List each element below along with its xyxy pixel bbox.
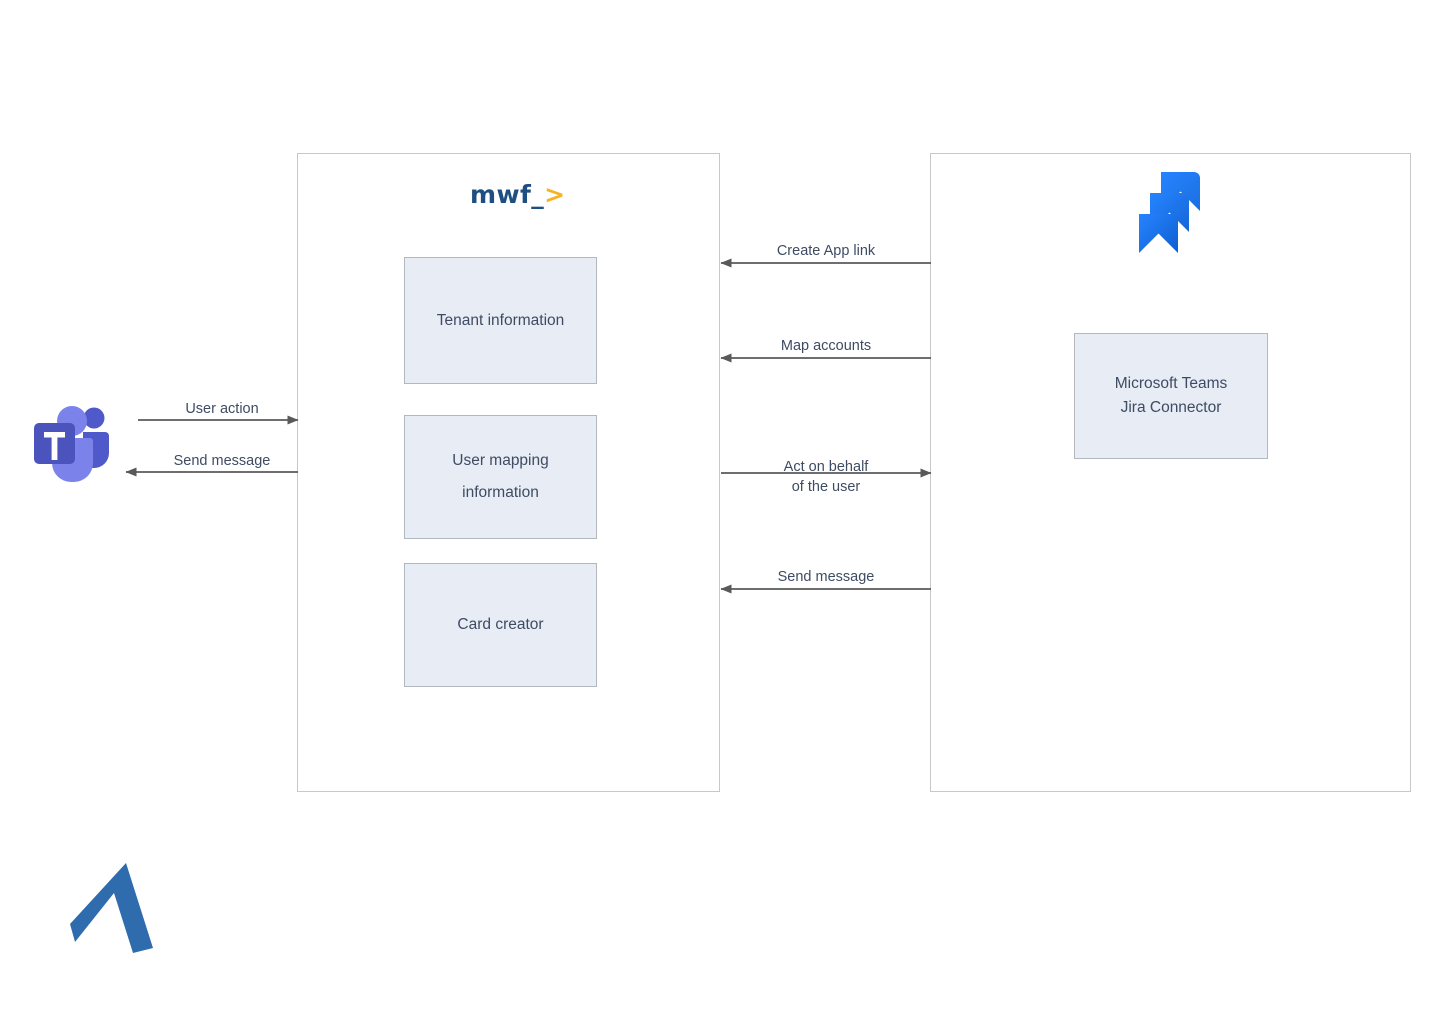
box-user-mapping-information: User mapping information [404, 415, 597, 539]
panel-jira [930, 153, 1411, 792]
box-microsoft-teams-jira-connector: Microsoft Teams Jira Connector [1074, 333, 1268, 459]
flow-label-act-on-behalf: Act on behalf of the user [783, 459, 869, 495]
mwf-logo: mwf_> [470, 180, 565, 209]
box-user-mapping-line2: information [462, 484, 539, 501]
box-card-creator: Card creator [404, 563, 597, 687]
mwf-logo-text: mwf_ [470, 180, 545, 209]
flow-label-map-accounts: Map accounts [780, 338, 872, 354]
flow-label-user-action: User action [185, 401, 259, 417]
box-card-creator-label: Card creator [457, 616, 544, 634]
box-tenant-information-label: Tenant information [436, 311, 565, 329]
box-connector-line2: Jira Connector [1120, 399, 1222, 416]
flow-label-send-message-jira: Send message [777, 569, 875, 585]
box-tenant-information: Tenant information [404, 257, 597, 384]
flow-label-send-message-teams: Send message [173, 453, 271, 469]
box-user-mapping-line1: User mapping [452, 452, 549, 470]
box-connector-line1: Microsoft Teams [1114, 375, 1228, 393]
flow-label-create-app-link: Create App link [776, 243, 876, 259]
mwf-logo-chevron-icon: > [544, 180, 566, 209]
